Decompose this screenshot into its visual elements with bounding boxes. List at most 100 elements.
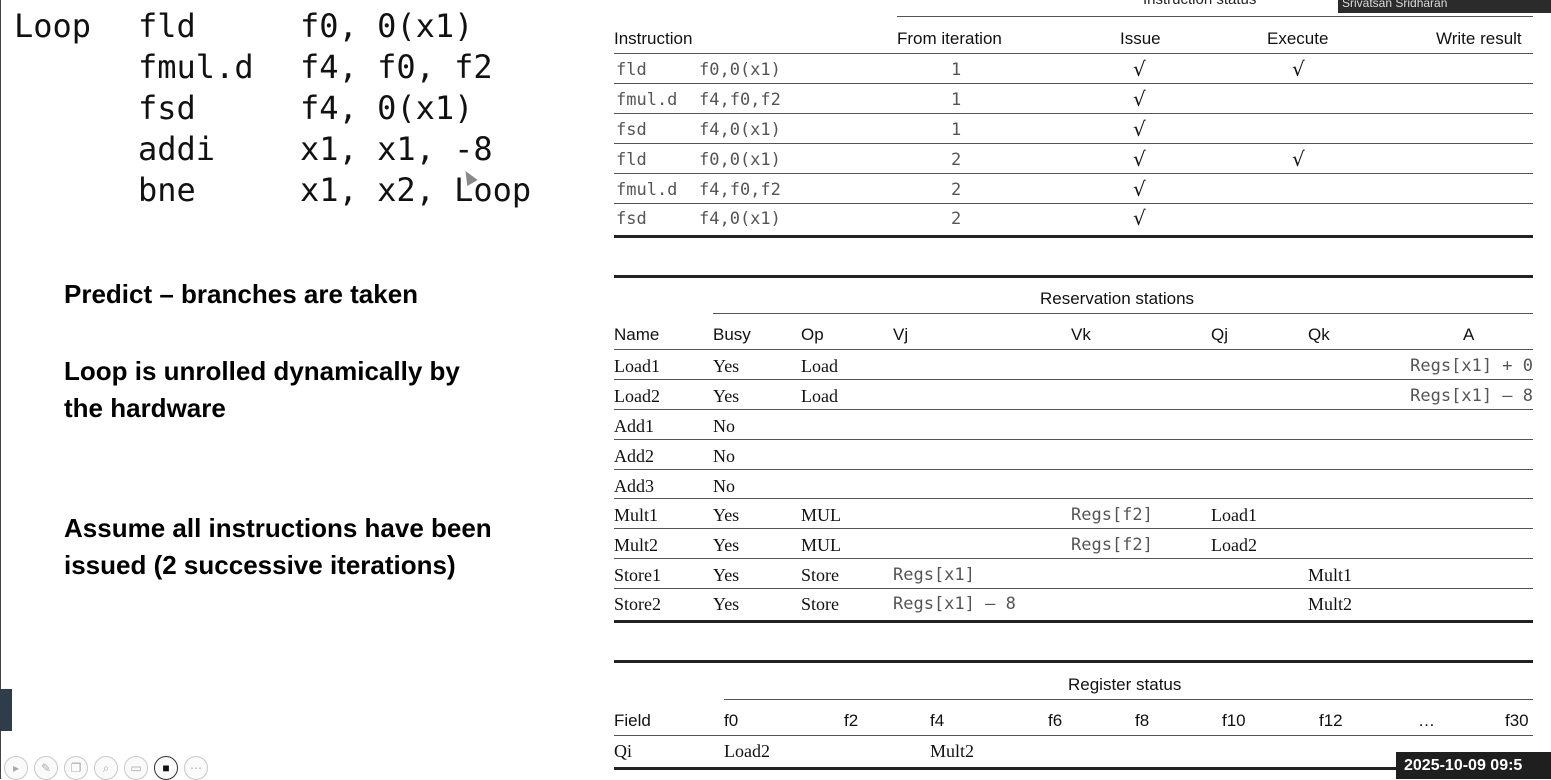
rs-busy: No xyxy=(713,476,735,496)
rs-qj: Load2 xyxy=(1211,535,1257,555)
issue-check-icon: √ xyxy=(1133,117,1146,141)
rs-qj: Load1 xyxy=(1211,505,1257,525)
camera-icon[interactable]: ■ xyxy=(154,756,178,780)
table-bottom-rule xyxy=(614,620,1533,623)
divider xyxy=(724,699,1533,700)
instr-iteration: 1 xyxy=(951,60,962,80)
qi-label: Qi xyxy=(614,741,632,761)
code-op: fmul.d xyxy=(138,48,254,86)
divider xyxy=(614,349,1533,350)
rs-name: Mult1 xyxy=(614,505,659,525)
rs-vj: Regs[x1] – 8 xyxy=(893,594,1016,614)
rs-name: Add2 xyxy=(614,446,654,466)
rs-op: Store xyxy=(801,565,839,585)
divider xyxy=(614,83,1533,84)
rs-name: Load1 xyxy=(614,356,660,376)
zoom-icon[interactable]: ⌕ xyxy=(94,756,118,780)
reg-field: … xyxy=(1418,711,1435,730)
divider xyxy=(614,469,1533,470)
divider xyxy=(713,313,1533,314)
subtitle-icon[interactable]: ▭ xyxy=(124,756,148,780)
code-op: fld xyxy=(138,7,196,45)
reg-field: f12 xyxy=(1319,711,1343,730)
divider xyxy=(614,409,1533,410)
rs-vj: Regs[x1] xyxy=(893,565,975,585)
copy-icon[interactable]: ❐ xyxy=(64,756,88,780)
divider xyxy=(897,16,1533,17)
webcam-thumbnail[interactable] xyxy=(1338,0,1551,13)
divider xyxy=(614,53,1533,54)
col-header-a: A xyxy=(1463,325,1475,344)
code-op: bne xyxy=(138,171,196,209)
instr-operands: f0,0(x1) xyxy=(699,60,781,80)
rs-op: MUL xyxy=(801,505,841,525)
divider xyxy=(614,203,1533,204)
recording-timestamp: 2025-10-09 09:5 xyxy=(1396,752,1551,779)
instr-op: fmul.d xyxy=(616,90,678,110)
divider xyxy=(614,558,1533,559)
instruction-status-title: Instruction status xyxy=(1143,0,1256,8)
table-top-rule xyxy=(614,660,1533,663)
instr-iteration: 1 xyxy=(951,120,962,140)
rs-busy: No xyxy=(713,416,735,436)
window-edge xyxy=(0,0,1,779)
divider xyxy=(614,439,1533,440)
divider xyxy=(614,588,1533,589)
pointer-icon[interactable]: ▸ xyxy=(4,756,28,780)
col-header-execute: Execute xyxy=(1267,29,1329,48)
reg-field: f8 xyxy=(1135,711,1150,730)
rs-name: Store2 xyxy=(614,594,661,614)
col-header-vk: Vk xyxy=(1071,325,1091,344)
instr-iteration: 1 xyxy=(951,90,962,110)
col-header-name: Name xyxy=(614,325,660,344)
code-op: addi xyxy=(138,130,216,168)
col-header-instruction: Instruction xyxy=(614,29,693,48)
col-header-issue: Issue xyxy=(1120,29,1161,48)
table-top-rule xyxy=(614,275,1533,278)
rs-vk: Regs[f2] xyxy=(1071,505,1153,525)
note-issued-line1: Assume all instructions have been xyxy=(64,513,492,543)
issue-check-icon: √ xyxy=(1133,206,1146,230)
side-thumbnail[interactable] xyxy=(0,689,12,731)
instr-iteration: 2 xyxy=(951,209,962,229)
qi-value: Load2 xyxy=(724,741,770,761)
col-header-qk: Qk xyxy=(1308,325,1330,344)
table-bottom-rule xyxy=(614,235,1533,238)
instr-operands: f4,f0,f2 xyxy=(699,180,781,200)
pen-icon[interactable]: ✎ xyxy=(34,756,58,780)
instr-operands: f4,f0,f2 xyxy=(699,90,781,110)
rs-busy: Yes xyxy=(713,386,740,406)
reg-field: f0 xyxy=(724,711,739,730)
presentation-toolbar: ▸ ✎ ❐ ⌕ ▭ ■ ⋯ xyxy=(4,756,208,780)
rs-qk: Mult2 xyxy=(1308,594,1353,614)
code-op: fsd xyxy=(138,89,196,127)
instr-iteration: 2 xyxy=(951,150,962,170)
table-bottom-rule xyxy=(614,767,1533,770)
code-args: f4, f0, f2 xyxy=(300,48,493,86)
rs-name: Store1 xyxy=(614,565,661,585)
note-unrolled-line2: the hardware xyxy=(64,393,226,423)
note-issued-line2: issued (2 successive iterations) xyxy=(64,550,456,580)
loop-label: Loop xyxy=(14,7,92,45)
rs-op: Load xyxy=(801,386,838,406)
instr-operands: f4,0(x1) xyxy=(699,209,781,229)
col-header-from-iteration: From iteration xyxy=(897,29,1002,48)
reg-field: f4 xyxy=(930,711,945,730)
divider xyxy=(614,113,1533,114)
reg-field: f2 xyxy=(844,711,859,730)
divider xyxy=(614,173,1533,174)
field-label: Field xyxy=(614,711,651,730)
divider xyxy=(614,143,1533,144)
instr-operands: f4,0(x1) xyxy=(699,120,781,140)
issue-check-icon: √ xyxy=(1133,57,1146,81)
divider xyxy=(614,498,1533,499)
register-status-title: Register status xyxy=(1068,675,1182,694)
rs-vk: Regs[f2] xyxy=(1071,535,1153,555)
reg-field: f30 xyxy=(1505,711,1529,730)
col-header-qj: Qj xyxy=(1211,325,1228,344)
issue-check-icon: √ xyxy=(1133,87,1146,111)
more-icon[interactable]: ⋯ xyxy=(184,756,208,780)
col-header-busy: Busy xyxy=(713,325,751,344)
reservation-stations-title: Reservation stations xyxy=(1040,289,1195,308)
divider xyxy=(614,379,1533,380)
